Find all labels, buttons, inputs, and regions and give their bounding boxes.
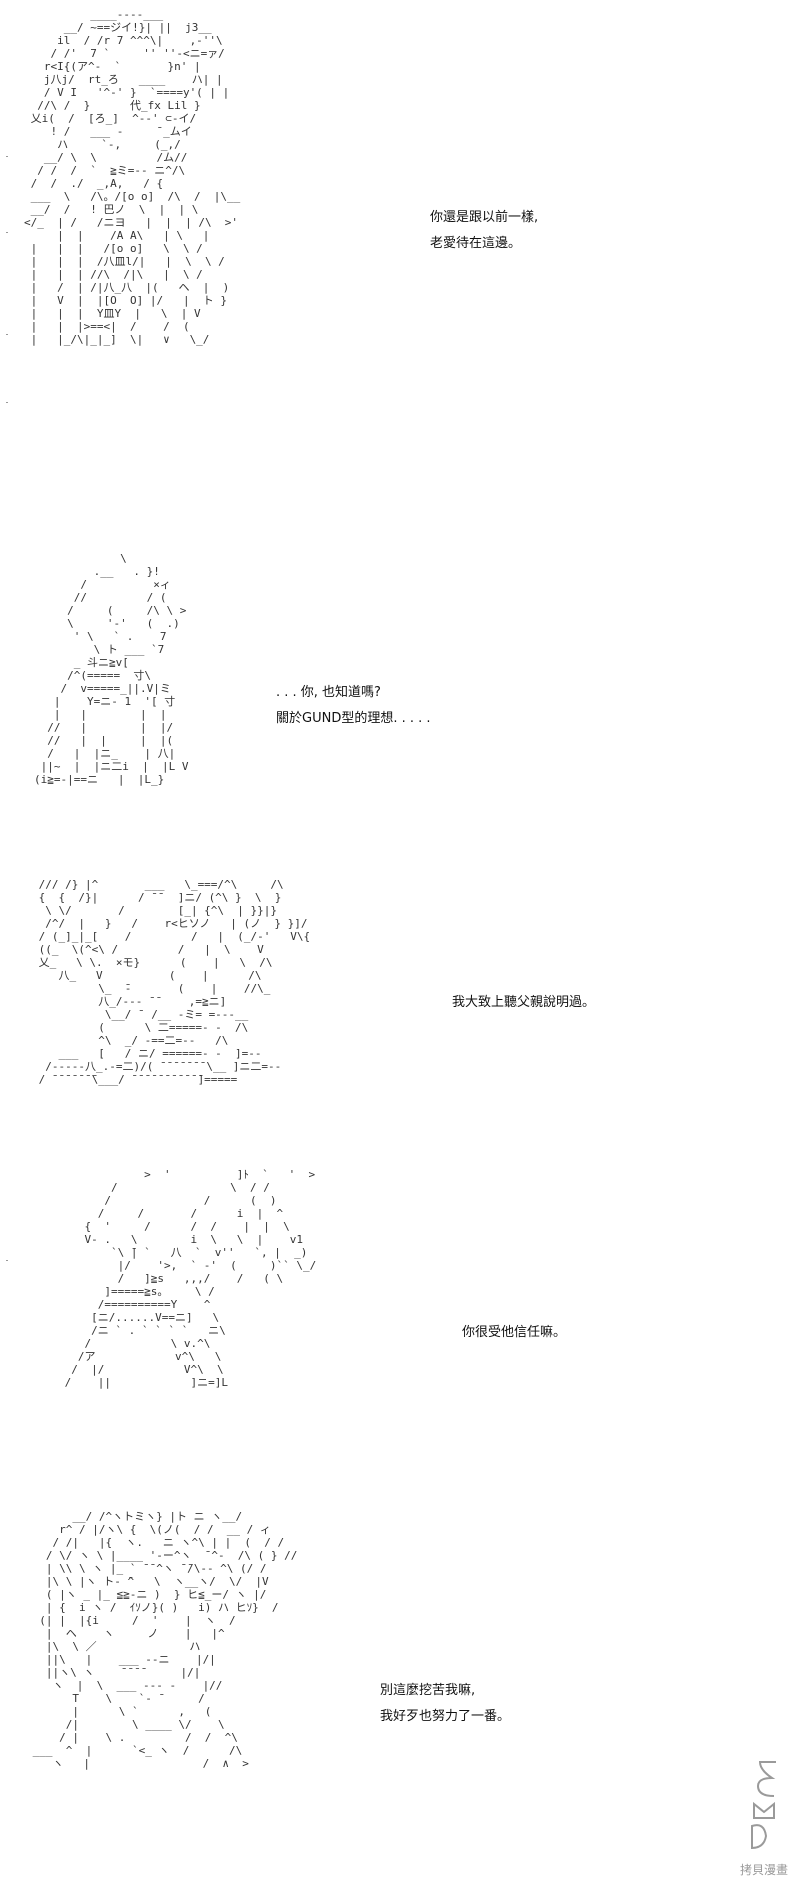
margin-mark xyxy=(6,156,8,157)
margin-mark xyxy=(6,1260,8,1261)
dialog-text: . . . 你, 也知道嗎? 關於GUND型的理想. . . . . xyxy=(276,680,431,732)
watermark-logo-icon xyxy=(751,1761,776,1850)
dialog-line: 關於GUND型的理想. . . . . xyxy=(276,711,431,726)
ascii-art-figure: /// /} |^ ___ \_===/^\ /\ { { /}| / ̄ ̄ … xyxy=(38,878,311,1086)
dialog-text: 別這麼挖苦我嘛, 我好歹也努力了一番。 xyxy=(380,1678,510,1730)
dialog-text: 你很受他信任嘛。 xyxy=(462,1320,566,1346)
ascii-art-figure: __/ /^ヽトミヽ} |ト ニ ヽ__/ r^ / |/ヽ\ { \(ノ( /… xyxy=(32,1510,298,1770)
watermark-text: 拷貝漫畫 xyxy=(739,1863,788,1877)
watermark: 拷貝漫畫 xyxy=(698,1758,788,1878)
ascii-art-figure: ____----___ __/ ~==ジイ!}| || j3__ il / /r… xyxy=(24,8,241,346)
ascii-art-figure: > ' ]ﾄ ` ' > / \ / / / / ( ) / / / i | ^… xyxy=(64,1168,317,1389)
margin-mark xyxy=(6,334,8,335)
manga-panel-3: /// /} |^ ___ \_===/^\ /\ { { /}| / ̄ ̄ … xyxy=(0,878,800,1148)
dialog-line: 我大致上聽父親說明過。 xyxy=(452,995,596,1010)
margin-mark xyxy=(6,402,8,403)
manga-panel-1: ____----___ __/ ~==ジイ!}| || j3__ il / /r… xyxy=(0,0,800,452)
dialog-text: 我大致上聽父親說明過。 xyxy=(452,990,595,1016)
dialog-line: 別這麼挖苦我嘛, xyxy=(380,1683,476,1698)
dialog-text: 你還是跟以前一樣, 老愛待在這邊。 xyxy=(430,205,538,257)
manga-panel-5: __/ /^ヽトミヽ} |ト ニ ヽ__/ r^ / |/ヽ\ { \(ノ( /… xyxy=(0,1502,800,1884)
dialog-line: 你還是跟以前一樣, xyxy=(430,210,539,225)
margin-mark xyxy=(6,232,8,233)
manga-panel-2: \ .__ . }! / ×ィ // / ( / ( /\ \ > \ '-' … xyxy=(0,552,800,862)
ascii-art-figure: \ .__ . }! / ×ィ // / ( / ( /\ \ > \ '-' … xyxy=(34,552,189,786)
manga-panel-4: > ' ]ﾄ ` ' > / \ / / / / ( ) / / / i | ^… xyxy=(0,1168,800,1488)
dialog-line: 老愛待在這邊。 xyxy=(430,236,522,251)
dialog-line: 你很受他信任嘛。 xyxy=(462,1325,567,1340)
dialog-line: . . . 你, 也知道嗎? xyxy=(276,685,381,700)
dialog-line: 我好歹也努力了一番。 xyxy=(380,1709,511,1724)
